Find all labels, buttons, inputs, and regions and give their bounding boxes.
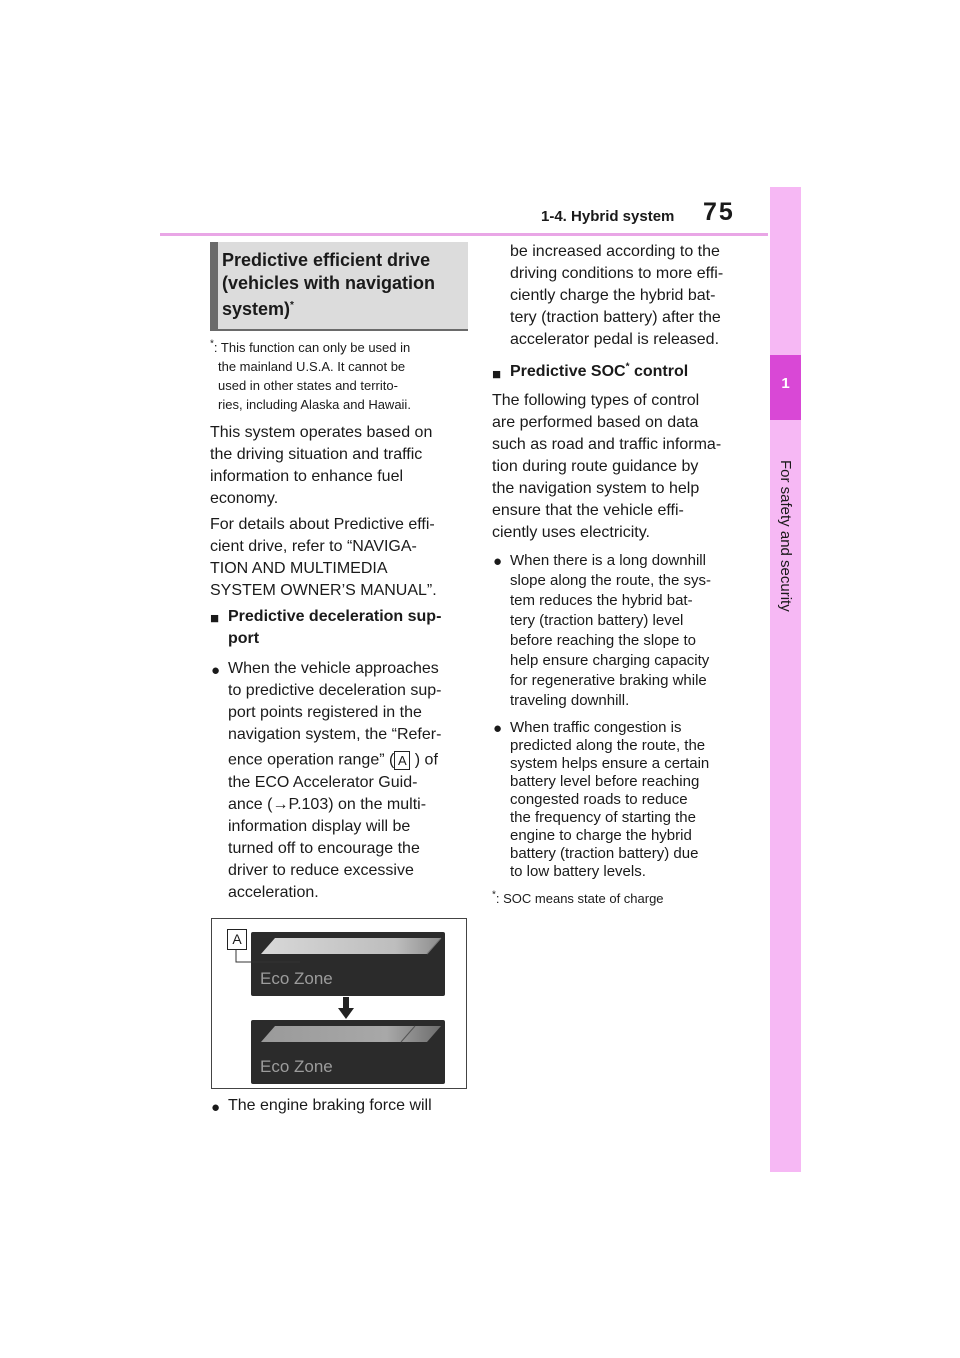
bullet2-line-1: The engine braking force will xyxy=(228,1097,432,1114)
bullet1-line-5: ence operation range” (A ) of xyxy=(228,751,438,770)
bullet-icon: ● xyxy=(493,553,503,570)
eco-zone-bar-top xyxy=(261,937,442,955)
down-arrow-icon xyxy=(338,997,354,1019)
section-heading-line-3: system)* xyxy=(222,299,294,319)
para1-line-4: economy. xyxy=(210,490,279,507)
soc-bullet1-line-8: traveling downhill. xyxy=(510,692,630,709)
soc-bullet2-line-9: to low battery levels. xyxy=(510,863,646,880)
bullet1-line-7: ance (→P.103) on the multi- xyxy=(228,796,427,813)
bullet1-line-11: acceleration. xyxy=(228,884,319,901)
sub-heading-line-1: Predictive deceleration sup- xyxy=(228,608,442,625)
bullet1-line-8: information display will be xyxy=(228,818,411,835)
bullet1-line-2: to predictive deceleration sup- xyxy=(228,682,442,699)
soc-bullet1-line-2: slope along the route, the sys- xyxy=(510,572,711,589)
soc-bullet1-line-3: tem reduces the hybrid bat- xyxy=(510,592,693,609)
soc-bullet2-line-4: battery level before reaching xyxy=(510,773,700,790)
soc-para-line-1: The following types of control xyxy=(492,392,700,409)
callout-leader-line xyxy=(235,949,300,963)
section-heading-line-1: Predictive efficient drive xyxy=(222,250,431,270)
footnote-line-3: used in other states and territo- xyxy=(218,378,398,393)
footnote-line-1: *: This function can only be used in xyxy=(210,338,411,355)
para2-line-4: SYSTEM OWNER’S MANUAL”. xyxy=(210,582,437,599)
soc-para-line-5: the navigation system to help xyxy=(492,480,700,497)
soc-bullet2-line-8: battery (traction battery) due xyxy=(510,845,699,862)
header-rule xyxy=(160,233,768,236)
cont-line-3: ciently charge the hybrid bat- xyxy=(510,287,716,304)
square-bullet-icon: ■ xyxy=(492,366,502,383)
eco-zone-text-bottom: Eco Zone xyxy=(260,1057,333,1076)
soc-bullet1-line-7: for regenerative braking while xyxy=(510,672,707,689)
soc-footnote: *: SOC means state of charge xyxy=(492,889,664,906)
section-heading-box xyxy=(210,242,468,330)
bullet-icon: ● xyxy=(211,1099,221,1116)
soc-bullet1-line-6: help ensure charging capacity xyxy=(510,652,710,669)
eco-zone-text-top: Eco Zone xyxy=(260,969,333,988)
footnote-line-2: the mainland U.S.A. It cannot be xyxy=(218,359,406,374)
para1-line-2: the driving situation and traffic xyxy=(210,446,423,463)
bullet1-line-9: turned off to encourage the xyxy=(228,840,420,857)
eco-zone-panel-top: Eco Zone xyxy=(251,932,445,996)
square-bullet-icon: ■ xyxy=(210,610,220,627)
soc-bullet2-line-5: congested roads to reduce xyxy=(510,791,688,808)
heading-rule xyxy=(210,329,468,331)
soc-bullet2-line-2: predicted along the route, the xyxy=(510,737,706,754)
bullet1-line-6: the ECO Accelerator Guid- xyxy=(228,774,418,791)
bullet1-line-10: driver to reduce excessive xyxy=(228,862,414,879)
eco-zone-bar-bottom xyxy=(261,1025,441,1043)
soc-para-line-4: tion during route guidance by xyxy=(492,458,699,475)
callout-a-label: A xyxy=(394,751,411,770)
soc-bullet2-line-1: When traffic congestion is xyxy=(510,719,682,736)
figure-callout-a: A xyxy=(227,929,247,950)
soc-bullet2-line-6: the frequency of starting the xyxy=(510,809,696,826)
cont-line-2: driving conditions to more effi- xyxy=(510,265,724,282)
soc-bullet1-line-4: tery (traction battery) level xyxy=(510,612,684,629)
soc-para-line-2: are performed based on data xyxy=(492,414,699,431)
heading-footnote-mark: * xyxy=(290,300,294,311)
soc-para-line-7: ciently uses electricity. xyxy=(492,524,650,541)
para2-line-2: cient drive, refer to “NAVIGA- xyxy=(210,538,417,555)
bullet1-line-4: navigation system, the “Refer- xyxy=(228,726,442,743)
page-number: 75 xyxy=(703,198,735,226)
chapter-number-box xyxy=(770,355,801,420)
eco-zone-figure: Eco Zone Eco Zone xyxy=(211,918,467,1089)
soc-para-line-3: such as road and traffic informa- xyxy=(492,436,722,453)
eco-zone-panel-bottom: Eco Zone xyxy=(251,1020,445,1084)
chapter-tab-strip xyxy=(770,187,801,1172)
para1-line-1: This system operates based on xyxy=(210,424,433,441)
soc-para-line-6: ensure that the vehicle effi- xyxy=(492,502,684,519)
chapter-number: 1 xyxy=(781,375,790,392)
soc-bullet2-line-7: engine to charge the hybrid xyxy=(510,827,692,844)
section-heading-line-2: (vehicles with navigation xyxy=(222,273,436,293)
footnote-line-4: ries, including Alaska and Hawaii. xyxy=(218,397,411,412)
soc-bullet1-line-1: When there is a long downhill xyxy=(510,552,706,569)
soc-bullet2-line-3: system helps ensure a certain xyxy=(510,755,710,772)
soc-bullet1-line-5: before reaching the slope to xyxy=(510,632,696,649)
cont-line-4: tery (traction battery) after the xyxy=(510,309,721,326)
para2-line-3: TION AND MULTIMEDIA xyxy=(210,560,388,577)
chapter-label: For safety and security xyxy=(777,460,794,612)
section-title: 1-4. Hybrid system xyxy=(541,208,675,225)
cont-line-5: accelerator pedal is released. xyxy=(510,331,720,348)
para2-line-1: For details about Predictive effi- xyxy=(210,516,435,533)
soc-sub-heading: Predictive SOC* control xyxy=(510,361,689,380)
bullet-icon: ● xyxy=(493,720,503,737)
sub-heading-line-2: port xyxy=(228,630,260,647)
cont-line-1: be increased according to the xyxy=(510,243,720,260)
bullet1-line-1: When the vehicle approaches xyxy=(228,660,439,677)
para1-line-3: information to enhance fuel xyxy=(210,468,404,485)
bullet-icon: ● xyxy=(211,662,221,679)
bullet1-line-3: port points registered in the xyxy=(228,704,422,721)
